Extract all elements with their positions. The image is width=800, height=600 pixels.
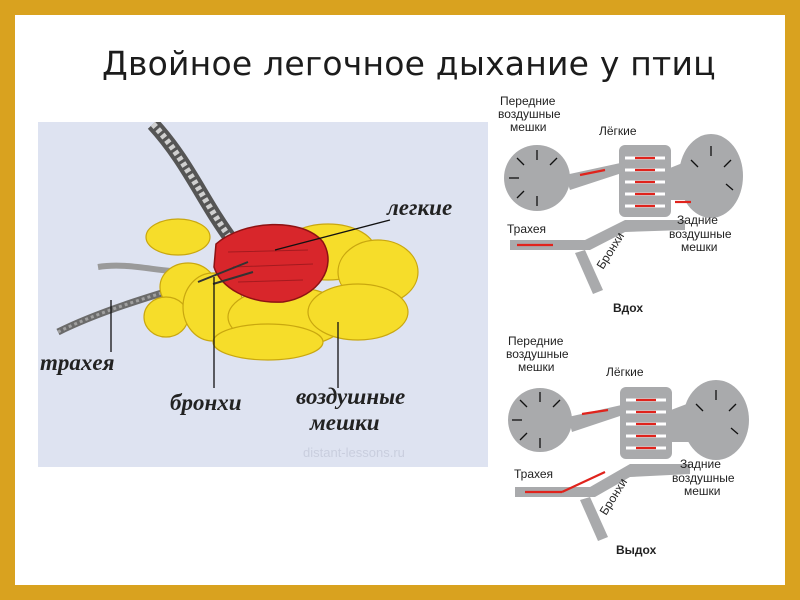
exhale-lungs-label: Лёгкие [606, 365, 644, 379]
exhale-front-sacs-line1: Передние [508, 334, 564, 348]
inhale-rear-sac [679, 134, 743, 218]
bronchi-tubes [197, 261, 254, 285]
lungs-texture [227, 249, 314, 283]
slide-title: Двойное легочное дыхание у птиц [102, 44, 716, 83]
exhale-rear-sacs-line3: мешки [684, 484, 721, 498]
exhale-front-duct [568, 404, 626, 432]
bird-respiratory-illustration: легкие трахея бронхи воздушные мешки dis… [38, 122, 488, 467]
inhale-trachea [510, 220, 685, 250]
air-sac-8 [307, 283, 409, 341]
label-bronchi: бронхи [170, 390, 242, 415]
exhale-rear-duct [671, 402, 692, 442]
exhale-rear-sac [683, 380, 749, 460]
exhale-trachea-label: Трахея [514, 467, 553, 481]
inhale-red-arrows [517, 156, 691, 247]
inhale-rear-sacs-line1: Задние [677, 213, 718, 227]
air-sacs [143, 218, 419, 361]
inhale-bronchus-branch [575, 250, 603, 294]
air-sac-1 [145, 218, 211, 256]
label-air-sacs-line1: воздушные [296, 384, 405, 409]
inhale-rear-sacs-line2: воздушные [669, 227, 732, 241]
exhale-red-arrows [525, 398, 656, 494]
illustration-canvas: легкие трахея бронхи воздушные мешки dis… [40, 122, 452, 460]
inhale-front-sacs-line3: мешки [510, 120, 547, 134]
lungs-leader [274, 219, 391, 251]
exhale-diagram: Передние воздушные мешки Лёгкие Трахея Б… [506, 334, 749, 557]
label-lungs: легкие [386, 195, 452, 220]
inhale-caption: Вдох [613, 301, 643, 315]
exhale-bronchus-branch [580, 497, 608, 541]
inhale-trachea-label: Трахея [507, 222, 546, 236]
exhale-trachea [515, 464, 690, 497]
inhale-lungs-label: Лёгкие [599, 124, 637, 138]
air-sac-3 [143, 296, 189, 338]
inhale-rear-duct [670, 160, 690, 200]
label-air-sacs-line2: мешки [309, 410, 380, 435]
exhale-sac-arrows [512, 390, 739, 448]
inhale-front-duct [565, 162, 625, 190]
inhale-diagram: Передние воздушные мешки Лёгкие Трахея Б… [498, 94, 743, 315]
exhale-front-sacs-line3: мешки [518, 360, 555, 374]
exhale-caption: Выдох [616, 543, 657, 557]
watermark: distant-lessons.ru [303, 445, 405, 460]
exhale-rear-sacs-line2: воздушные [672, 471, 735, 485]
exhale-rear-sacs-line1: Задние [680, 457, 721, 471]
inhale-rear-sacs-line3: мешки [681, 240, 718, 254]
label-trachea: трахея [40, 350, 115, 375]
inhale-sac-arrows [509, 146, 734, 206]
exhale-front-sacs-line2: воздушные [506, 347, 569, 361]
inhale-front-sacs-line1: Передние [500, 94, 556, 108]
air-sac-9 [212, 323, 324, 361]
upper-tube-rings [150, 122, 236, 244]
inhale-front-sacs-line2: воздушные [498, 107, 561, 121]
